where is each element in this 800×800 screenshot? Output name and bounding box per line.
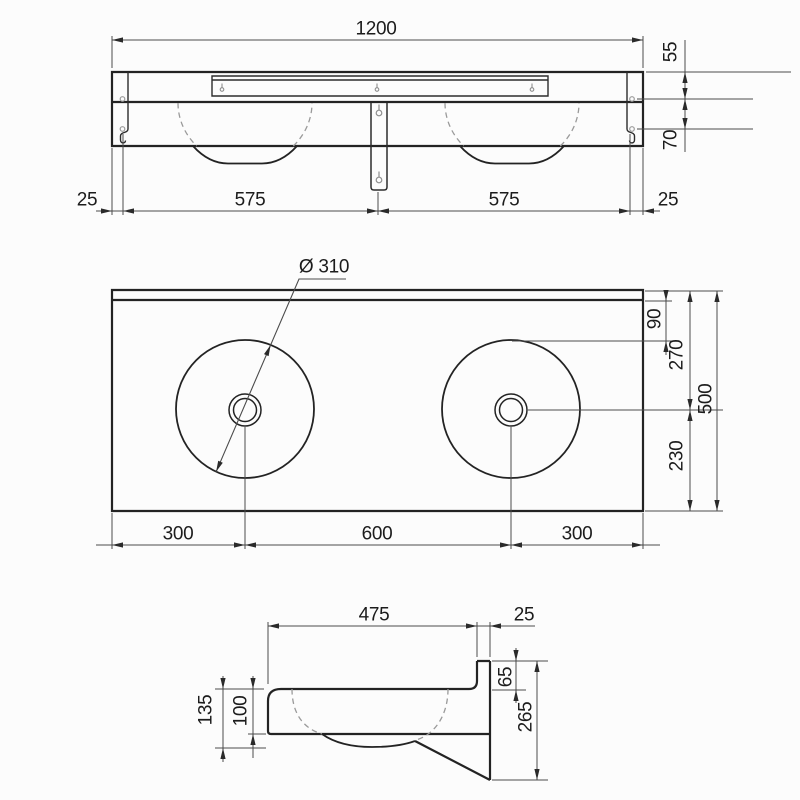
bowl-bottom-profiles <box>192 145 565 165</box>
dim-label-drain-to-right: 300 <box>561 523 593 545</box>
drain-left <box>228 393 262 427</box>
fixing-hole <box>629 126 635 132</box>
side-view <box>215 622 548 781</box>
dim-label-total-depth: 500 <box>695 383 717 415</box>
fixing-hole <box>119 126 126 132</box>
drain-outer <box>228 393 262 427</box>
drain-inner <box>232 397 258 423</box>
front-extension-lines <box>111 36 791 215</box>
dim-label-body-depth: 475 <box>358 604 390 626</box>
plan-view <box>96 278 723 549</box>
dim-label-drain-spacing: 600 <box>361 523 393 545</box>
plan-dimension-arrows <box>112 290 720 548</box>
dim-label-margin-right: 25 <box>657 189 679 211</box>
side-dimension-lines <box>222 625 538 780</box>
keyhole <box>219 87 225 92</box>
rail-keyholes <box>219 83 535 92</box>
front-view <box>96 36 791 215</box>
fixing-hole <box>119 96 126 102</box>
dim-label-span-right: 575 <box>488 189 520 211</box>
fixing-holes <box>119 96 635 132</box>
diameter-leader-line <box>215 278 346 473</box>
dim-label-span-left: 575 <box>234 189 266 211</box>
side-bowl-bottom <box>321 733 416 748</box>
keyhole <box>529 87 535 92</box>
dim-label-top-to-hole: 55 <box>660 41 682 63</box>
bowl-hidden-arcs <box>177 102 580 147</box>
keyhole <box>374 87 380 92</box>
front-unit-outline <box>110 70 645 148</box>
drain-inner <box>498 397 524 423</box>
side-bracket-left <box>119 72 129 144</box>
dim-label-upstand-height: 65 <box>495 666 517 688</box>
keyhole <box>375 109 383 117</box>
dim-label-left-to-drain: 300 <box>162 523 194 545</box>
plan-outline <box>110 288 645 513</box>
bracket-keyholes <box>375 104 383 184</box>
side-body-outline <box>266 659 492 781</box>
side-bracket-right <box>626 72 636 144</box>
central-bracket <box>370 103 388 191</box>
drain-outer <box>494 393 528 427</box>
dim-label-back-to-drain: 270 <box>666 339 688 371</box>
keyhole <box>375 176 383 184</box>
dim-label-total-height: 265 <box>515 701 537 733</box>
keyhole-slots <box>221 83 533 88</box>
side-extension-lines <box>215 622 548 781</box>
dim-label-wall-offset: 25 <box>513 604 535 626</box>
plan-centerlines <box>244 409 723 549</box>
dim-label-total-width: 1200 <box>355 18 397 40</box>
dim-label-drain-to-front: 230 <box>666 440 688 472</box>
dim-label-hole-spacing: 70 <box>660 129 682 151</box>
drain-right <box>494 393 528 427</box>
dim-label-margin-left: 25 <box>76 189 98 211</box>
front-dimension-arrows <box>101 37 688 214</box>
dim-label-back-to-bowl: 90 <box>644 308 666 330</box>
dim-label-bowl-diameter: Ø 310 <box>298 256 350 278</box>
dim-label-front-height: 135 <box>195 694 217 726</box>
fixing-hole <box>629 96 635 102</box>
side-bowl-hidden <box>291 688 449 741</box>
dim-label-bowl-depth: 100 <box>230 695 252 727</box>
mounting-rail <box>211 75 549 97</box>
plan-extension-lines <box>111 290 723 549</box>
front-dimension-lines <box>96 39 686 212</box>
plan-dimension-lines <box>96 290 718 546</box>
